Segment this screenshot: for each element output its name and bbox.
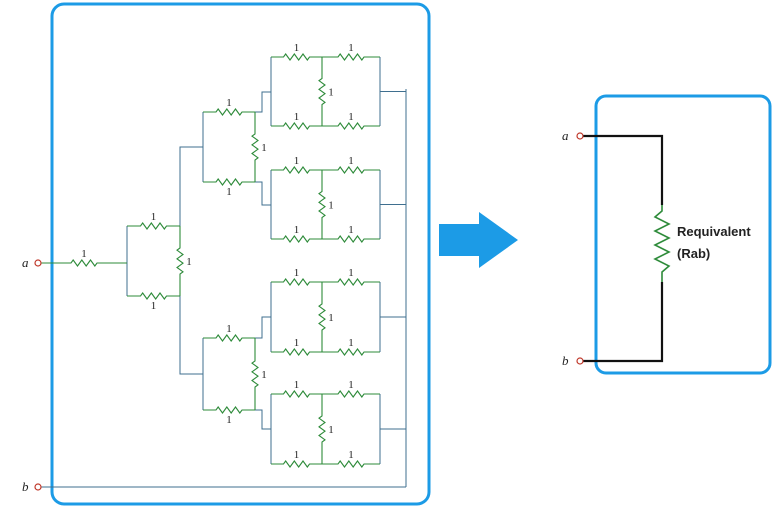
resistor-value-label: 1: [294, 224, 300, 236]
resistor-17: [322, 390, 380, 398]
resistor-value-label: 1: [294, 449, 300, 461]
resistor-value-label: 1: [226, 97, 232, 109]
resistor-value-label: 1: [294, 337, 300, 349]
resistor-19: [322, 460, 380, 468]
resistor-8: [271, 235, 322, 243]
resistor-13: [271, 348, 322, 356]
resistor-2: [322, 53, 380, 61]
resistor-5: [318, 57, 326, 126]
resistor-value-label: 1: [328, 200, 334, 212]
terminal-a-node: [34, 259, 42, 267]
resistor-value-label: 1: [81, 248, 87, 260]
resistor-20: [318, 394, 326, 464]
resistor-22: [203, 178, 255, 186]
resistor-27: [127, 222, 180, 230]
resistor-15: [318, 282, 326, 352]
wire: [255, 409, 271, 430]
resistor-network: [41, 53, 380, 468]
resistor-labels: 1 1 1 1 1 1 1 1 1 1 1 1 1 1 1 1 1 1 1 1 1 1 1 1 1 1 1 1 1 1: [81, 42, 354, 461]
resistor-value-label: 1: [294, 111, 300, 123]
resistor-4: [322, 122, 380, 130]
resistor-value-label: 1: [261, 142, 267, 154]
right-equivalent-frame: [594, 94, 772, 375]
equivalent-resistor: [653, 205, 671, 282]
equivalent-label: Requivalent: [677, 224, 751, 239]
resistor-18: [271, 460, 322, 468]
wire: [179, 296, 203, 375]
resistor-value-label: 1: [348, 224, 354, 236]
resistor-value-label: 1: [348, 337, 354, 349]
resistor-24: [203, 334, 255, 342]
wire-network: [41, 57, 407, 488]
resistor-9: [322, 235, 380, 243]
resistor-value-label: 1: [151, 300, 157, 312]
resistor-6: [271, 166, 322, 174]
resistor-value-label: 1: [294, 267, 300, 279]
left-circuit-frame: [50, 2, 431, 506]
resistor-value-label: 1: [348, 379, 354, 391]
resistor-11: [271, 278, 322, 286]
resistor-14: [322, 348, 380, 356]
equivalent-wire: [582, 134, 664, 363]
terminal-a-label: a: [22, 255, 29, 270]
resistor-value-label: 1: [294, 155, 300, 167]
wire: [255, 316, 271, 339]
resistor-value-label: 1: [328, 424, 334, 436]
equivalent-label-sub: (Rab): [677, 246, 710, 261]
resistor-21: [203, 108, 255, 116]
resistor-value-label: 1: [328, 312, 334, 324]
resistor-value-label: 1: [186, 256, 192, 268]
resistor-value-label: 1: [151, 211, 157, 223]
resistor-10: [318, 170, 326, 239]
resistor-value-label: 1: [226, 323, 232, 335]
resistor-28: [127, 292, 180, 300]
resistor-value-label: 1: [348, 155, 354, 167]
resistor-16: [271, 390, 322, 398]
resistor-26: [251, 338, 259, 410]
resistor-value-label: 1: [261, 369, 267, 381]
resistor-25: [203, 406, 255, 414]
resistor-12: [322, 278, 380, 286]
resistor-value-label: 1: [348, 449, 354, 461]
terminal-b-node: [34, 483, 42, 491]
wire: [179, 146, 203, 226]
resistor-value-label: 1: [226, 414, 232, 426]
wire: [255, 91, 271, 113]
resistor-value-label: 1: [226, 186, 232, 198]
wire: [255, 181, 271, 206]
resistor-1: [271, 53, 322, 61]
resistor-29: [176, 226, 184, 296]
right-arrow-icon: [439, 212, 518, 268]
resistor-value-label: 1: [328, 87, 334, 99]
resistor-value-label: 1: [294, 379, 300, 391]
resistor-value-label: 1: [294, 42, 300, 54]
resistor-3: [271, 122, 322, 130]
equivalent-terminal-a-label: a: [562, 128, 569, 143]
terminal-b-label: b: [22, 479, 29, 494]
resistor-23: [251, 112, 259, 182]
equivalent-terminal-a-node: [576, 132, 584, 140]
resistor-value-label: 1: [348, 111, 354, 123]
equivalent-terminal-b-node: [576, 357, 584, 365]
resistor-30: [41, 259, 127, 267]
resistor-value-label: 1: [348, 42, 354, 54]
resistor-value-label: 1: [348, 267, 354, 279]
resistor-7: [322, 166, 380, 174]
equivalent-terminal-b-label: b: [562, 353, 569, 368]
